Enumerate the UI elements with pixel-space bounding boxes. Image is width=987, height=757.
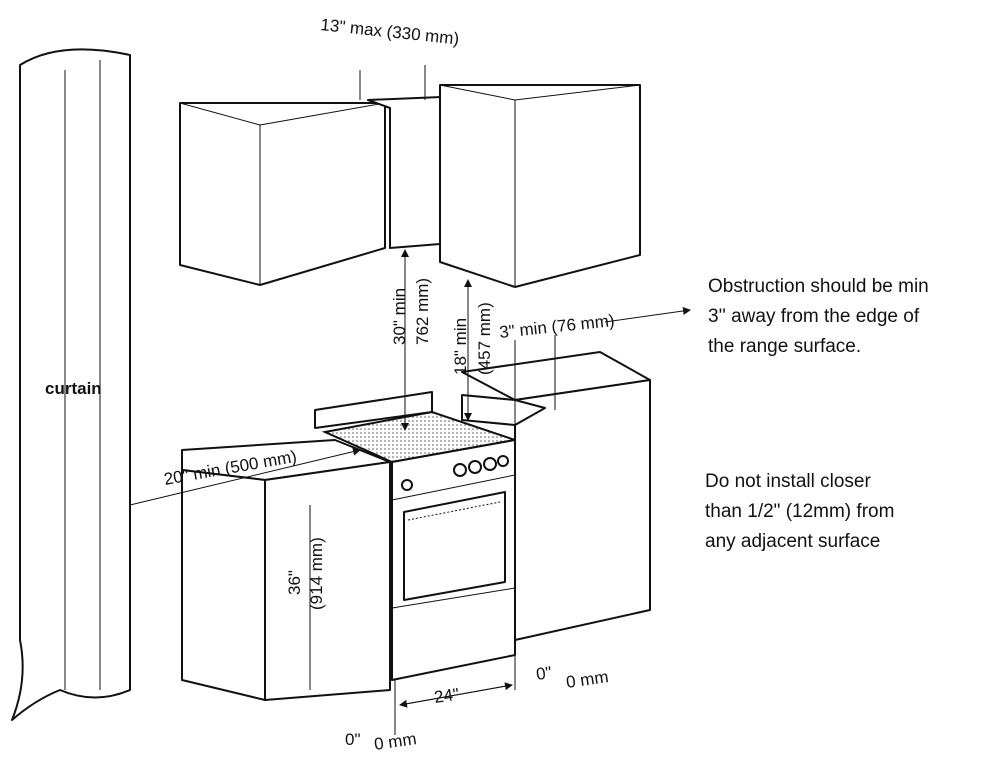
label-zero-bottom-in: 0" [345,730,361,749]
label-side-3: 3" min (76 mm) [498,311,615,342]
label-height-36: 36" [285,570,304,595]
upper-cabinet-left [179,102,386,286]
label-mm-914: (914 mm) [307,537,326,610]
label-mm-457: (457 mm) [475,302,494,375]
label-zero-right-mm: 0 mm [565,667,610,692]
note-clearance: Do not install closer than 1/2" (12mm) f… [705,471,894,552]
label-hood-gap: 13" max (330 mm) [320,15,460,48]
label-zero-right-in: 0" [535,663,553,684]
upper-cabinet-right [439,84,641,288]
label-width-24: 24" [433,685,460,707]
range [314,391,516,681]
dimension-lines [129,65,691,735]
base-cabinet-right [461,351,651,641]
note-clearance-line-1: Do not install closer [705,471,871,492]
label-curtain: curtain [45,379,102,398]
label-mm-762: 762 mm) [413,278,432,345]
curtain [11,48,131,721]
note-clearance-line-3: any adjacent surface [705,531,880,552]
note-obstruction-line-1: Obstruction should be min [708,276,929,297]
label-zero-bottom-mm: 0 mm [373,729,418,754]
label-min-30: 30" min [390,288,409,345]
note-clearance-line-2: than 1/2" (12mm) from [705,501,894,522]
label-min-18: 18" min [451,318,470,375]
note-obstruction-line-2: 3'' away from the edge of [708,306,920,327]
note-obstruction: Obstruction should be min 3'' away from … [708,276,929,357]
base-cabinet-left [181,439,391,701]
note-obstruction-line-3: the range surface. [708,336,861,357]
